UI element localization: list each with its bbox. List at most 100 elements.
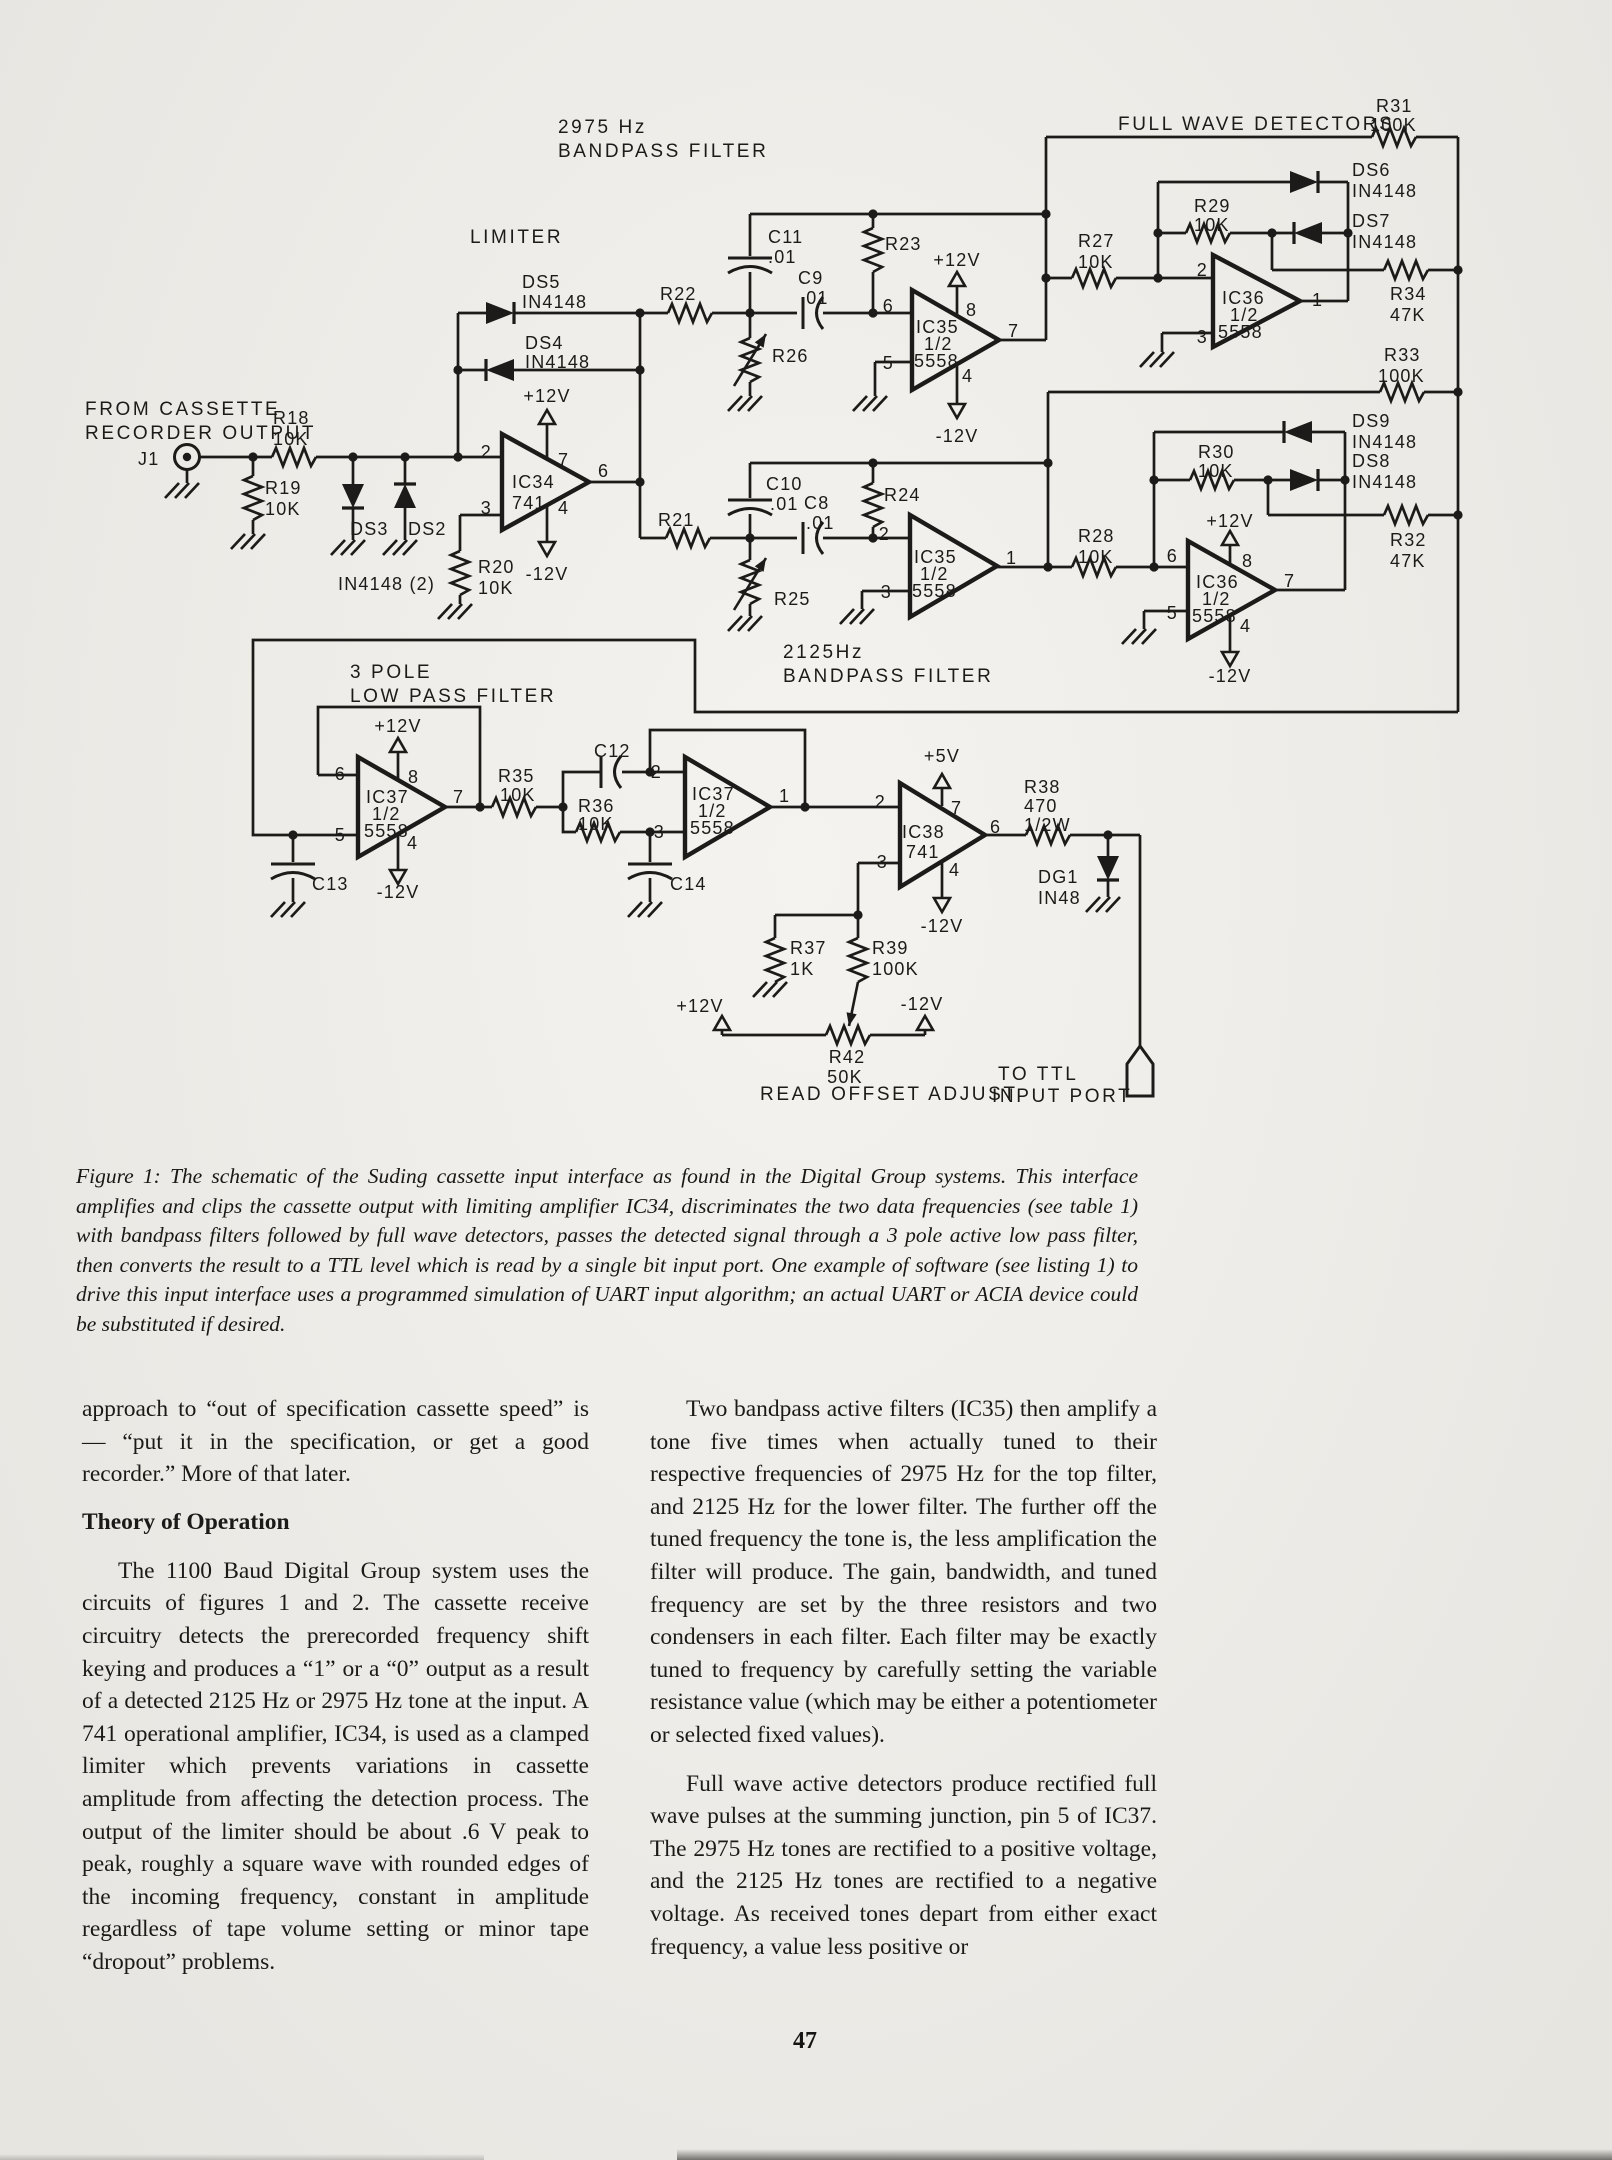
- schematic-label: C13: [312, 874, 349, 894]
- power-arrow-icon: [946, 402, 968, 421]
- schematic-label: 8: [408, 767, 419, 787]
- ground-icon: [1159, 351, 1175, 368]
- junction-dot: [800, 802, 810, 812]
- power-arrow-icon: [536, 407, 558, 426]
- junction-dot: [400, 452, 410, 462]
- ground-icon: [772, 981, 788, 998]
- schematic-label: R24: [884, 485, 921, 505]
- ground-icon: [637, 901, 653, 918]
- ground-icon: [457, 603, 473, 620]
- schematic-label: -12V: [901, 994, 944, 1014]
- capacitor: [727, 507, 773, 517]
- schematic-label: C12: [594, 741, 631, 761]
- ground-icon: [1139, 351, 1155, 368]
- schematic-label: .01: [806, 513, 835, 533]
- ground-icon: [437, 603, 453, 620]
- schematic-label: -12V: [1209, 666, 1252, 686]
- schematic-label: R28: [1078, 526, 1115, 546]
- scan-artifact: [677, 2149, 1612, 2160]
- body-paragraph: Full wave active detectors produce recti…: [650, 1770, 1157, 1960]
- arrow-head: [846, 1012, 857, 1026]
- ground-icon: [1131, 628, 1147, 645]
- schematic-label: R33: [1384, 345, 1421, 365]
- junction-dot: [453, 365, 463, 375]
- schematic-label: DS2: [408, 519, 447, 539]
- junction-dot: [248, 452, 258, 462]
- schematic-label: 1/2: [372, 804, 401, 824]
- capacitor: [815, 521, 825, 555]
- schematic-label: 47K: [1390, 551, 1426, 571]
- ground-icon: [250, 533, 266, 550]
- schematic-label: RECORDER OUTPUT: [85, 423, 316, 444]
- schematic-label: R27: [1078, 231, 1115, 251]
- schematic-label: 470: [1024, 796, 1058, 816]
- wire: [648, 728, 807, 807]
- power-arrow-icon: [946, 269, 968, 288]
- schematic-label: IC37: [692, 784, 735, 804]
- opamp-triangle: [1210, 251, 1305, 351]
- diode-DS6: [1290, 171, 1318, 193]
- junction-dot: [1340, 475, 1350, 485]
- junction-dot: [1453, 265, 1463, 275]
- schematic-label: 2: [879, 524, 890, 544]
- schematic-label: IN4148: [1352, 432, 1417, 452]
- opamp-triangle: [909, 286, 1004, 394]
- ttl-connector-icon: [1125, 1043, 1155, 1098]
- schematic-label: R38: [1024, 777, 1061, 797]
- schematic-label: DS3: [350, 519, 389, 539]
- schematic-label: 7: [951, 798, 962, 818]
- junction-dot: [1453, 510, 1463, 520]
- schematic-label: +12V: [1206, 511, 1253, 531]
- schematic-label: C9: [798, 268, 823, 288]
- resistor: [666, 300, 714, 326]
- resistor: [860, 226, 886, 274]
- schematic-label: READ OFFSET ADJUST: [760, 1084, 1018, 1105]
- ground-icon: [1105, 896, 1121, 913]
- junction-dot: [868, 209, 878, 219]
- ground-icon: [402, 539, 418, 556]
- schematic-label: R35: [498, 766, 535, 786]
- schematic-label: IC36: [1222, 288, 1265, 308]
- schematic-label: R36: [578, 796, 615, 816]
- schematic-label: C11: [768, 227, 803, 247]
- schematic-label: DG1: [1038, 867, 1079, 887]
- junction-dot: [635, 308, 645, 318]
- schematic-label: IN4148 (2): [338, 574, 435, 594]
- ground-icon: [382, 539, 398, 556]
- opamp-triangle: [355, 753, 450, 861]
- capacitor: [727, 265, 773, 275]
- schematic-label: R42: [829, 1047, 866, 1067]
- opamp-triangle: [897, 779, 990, 891]
- junction-dot: [453, 452, 463, 462]
- schematic-label: R22: [660, 284, 697, 304]
- ground-icon: [392, 539, 408, 556]
- junction-dot: [348, 452, 358, 462]
- resistor: [240, 474, 266, 522]
- schematic-label: DS5: [522, 272, 561, 292]
- junction-dot: [645, 827, 655, 837]
- schematic-components: [164, 124, 1463, 1098]
- resistor: [845, 936, 871, 984]
- resistor: [664, 525, 712, 551]
- body-column-left: approach to “out of specification casset…: [82, 1393, 589, 1995]
- schematic-label: 100K: [1378, 366, 1425, 386]
- schematic-label: -12V: [377, 882, 420, 902]
- ground-icon: [270, 901, 286, 918]
- jack-J1: [173, 443, 201, 471]
- junction-dot: [1149, 475, 1159, 485]
- junction-dot: [1041, 209, 1051, 219]
- schematic-label: 1/2: [698, 801, 727, 821]
- ground-icon: [852, 395, 868, 412]
- schematic-label: 4: [407, 833, 418, 853]
- ground-icon: [872, 395, 888, 412]
- schematic-label: 10K: [1078, 547, 1114, 567]
- junction-dot: [745, 533, 755, 543]
- resistor: [1070, 554, 1118, 580]
- schematic-label: DS7: [1352, 211, 1391, 231]
- schematic-label: 10K: [578, 814, 614, 834]
- ground-icon: [862, 395, 878, 412]
- power-arrow-icon: [711, 1013, 733, 1032]
- ground-icon: [340, 539, 356, 556]
